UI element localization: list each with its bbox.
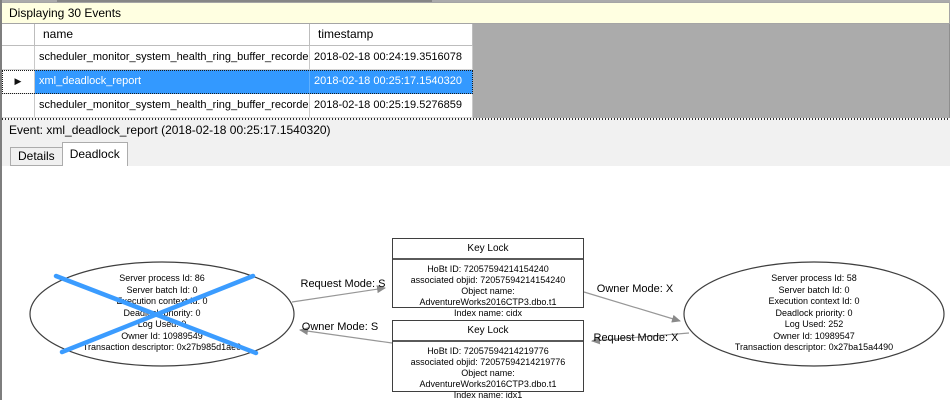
edge-owner-s [299,327,393,344]
event-detail-tabs: Details Deadlock [2,141,950,166]
selected-event-label: Event: xml_deadlock_report (2018-02-18 0… [2,120,950,141]
events-grid-table: name timestamp scheduler_monitor_system_… [2,24,473,118]
event-name-cell: scheduler_monitor_system_health_ring_buf… [35,46,310,70]
row-indicator-cell [2,94,35,118]
table-row[interactable]: scheduler_monitor_system_health_ring_buf… [2,94,473,118]
tab-details[interactable]: Details [10,147,63,166]
edge-label-owner-x: Owner Mode: X [596,283,674,295]
table-row[interactable]: scheduler_monitor_system_health_ring_buf… [2,46,473,70]
edge-request-x [591,332,690,345]
lock-title: Key Lock [393,321,583,342]
lock-details: HoBt ID: 72057594214154240 associated ob… [410,264,566,318]
key-lock-node-top: Key Lock HoBt ID: 72057594214154240 asso… [392,238,584,318]
victim-process-details: Server process Id: 86 Server batch Id: 0… [82,273,242,352]
edge-request-s [291,285,386,303]
owner-process-node [683,261,945,367]
grid-header-indicator [2,24,35,46]
table-row-selected[interactable]: ▶ xml_deadlock_report 2018-02-18 00:25:1… [2,70,473,94]
grid-splitter[interactable] [2,118,950,120]
events-grid[interactable]: name timestamp scheduler_monitor_system_… [2,24,950,118]
key-lock-node-bottom: Key Lock HoBt ID: 72057594214219776 asso… [392,320,584,400]
row-indicator-cell: ▶ [2,70,35,94]
event-name-cell: xml_deadlock_report [35,70,310,94]
row-indicator-cell [2,46,35,70]
edge-owner-x [583,291,681,323]
clipped-row-strip [2,0,950,2]
grid-header-name[interactable]: name [35,24,310,46]
event-timestamp-cell: 2018-02-18 00:24:19.3516078 [310,46,473,70]
grid-header-row: name timestamp [2,24,473,46]
grid-header-timestamp[interactable]: timestamp [310,24,473,46]
events-count-bar: Displaying 30 Events [2,2,950,24]
edge-label-request-s: Request Mode: S [300,278,386,290]
event-timestamp-cell: 2018-02-18 00:25:19.5276859 [310,94,473,118]
current-row-arrow-icon: ▶ [14,76,22,86]
event-name-cell: scheduler_monitor_system_health_ring_buf… [35,94,310,118]
event-timestamp-cell: 2018-02-18 00:25:17.1540320 [310,70,473,94]
lock-details: HoBt ID: 72057594214219776 associated ob… [410,346,566,400]
edge-label-request-x: Request Mode: X [593,332,679,344]
tab-deadlock[interactable]: Deadlock [61,142,128,166]
edge-label-owner-s: Owner Mode: S [301,321,379,333]
lock-title: Key Lock [393,239,583,260]
owner-process-details: Server process Id: 58 Server batch Id: 0… [734,273,894,352]
deadlock-graph-pane: Server process Id: 86 Server batch Id: 0… [2,166,950,400]
